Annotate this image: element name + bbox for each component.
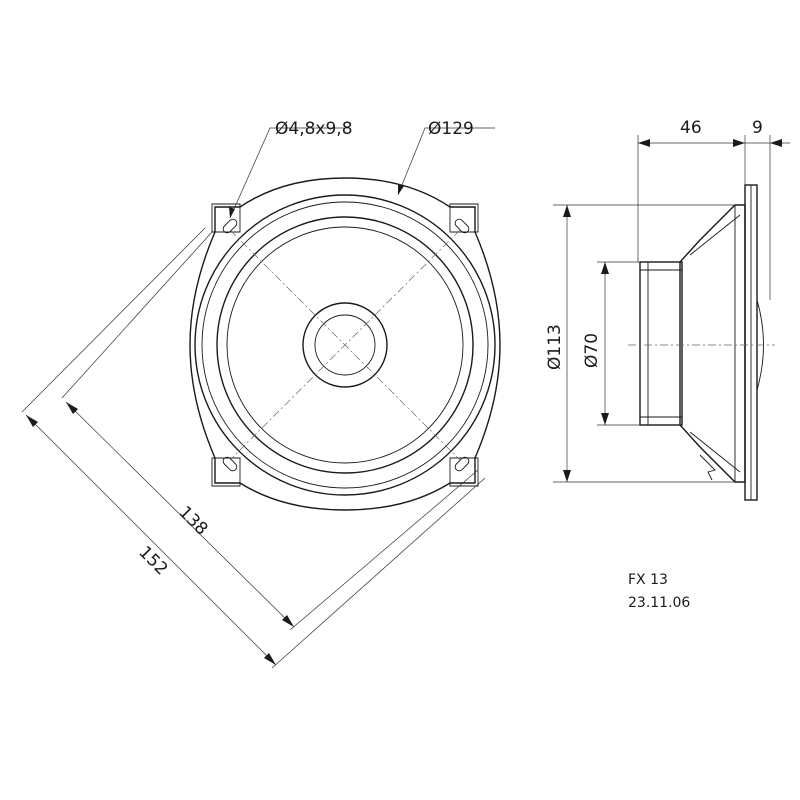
dim-113-arrow-top (563, 205, 571, 217)
mounting-slot-top-right (454, 218, 470, 234)
side-cone-line-top (689, 214, 741, 256)
side-vertical-dimensions (553, 204, 735, 483)
dust-cap-inner (314, 314, 376, 376)
ear-bottom-left (211, 457, 241, 487)
ear-top-right (449, 203, 479, 233)
ear-top-left (211, 203, 241, 233)
dim-9-arrow-end (770, 139, 782, 147)
mounting-slot-bottom-left (222, 456, 238, 472)
rim-inner (201, 201, 489, 489)
mounting-slot-top-left (222, 218, 238, 234)
date-label: 23.11.06 (628, 595, 690, 611)
side-cone-line-bottom (689, 431, 741, 473)
dim-46-arrow-end (733, 139, 745, 147)
surround-inner (226, 226, 464, 464)
dim-152-arrow-end (264, 653, 276, 665)
dim-line-152 (25, 414, 277, 666)
dim-70-arrow-bottom (601, 413, 609, 425)
bolt-spacing-label: 138 (174, 502, 211, 539)
front-center-diag-2 (229, 229, 461, 461)
leader-lines (229, 127, 495, 219)
diagonal-overall-label: 152 (134, 542, 171, 579)
side-magnet (639, 261, 683, 426)
cutout-diameter-label: Ø113 (545, 324, 565, 370)
side-terminal (699, 454, 716, 481)
mounting-slot-bottom-right (454, 456, 470, 472)
dim-line-138 (65, 401, 295, 628)
flange-thickness-label: 9 (752, 118, 763, 138)
ext-line-top-left-138 (61, 231, 213, 399)
ear-bottom-right (449, 457, 479, 487)
dim-138-arrow-start (66, 402, 78, 414)
dim-138-arrow-end (282, 615, 294, 627)
front-view (189, 177, 501, 511)
front-frame-outline (189, 177, 501, 511)
outer-diameter-leader-arrow (398, 184, 404, 195)
diagonal-dimensions (21, 227, 486, 669)
slot-leader (229, 127, 350, 219)
ext-line-top-left-152 (21, 227, 206, 413)
depth-total-label: 46 (680, 118, 702, 138)
slot-leader-arrow (229, 207, 235, 218)
outer-diameter-label: Ø129 (428, 119, 474, 139)
dim-113-arrow-bottom (563, 470, 571, 482)
dust-cap-outer (302, 302, 388, 388)
surround-outer (216, 216, 474, 474)
outer-diameter-leader (397, 127, 495, 196)
dim-152-arrow-start (26, 415, 38, 427)
outer-rim (194, 194, 496, 496)
ext-line-bottom-right-152 (271, 477, 486, 669)
side-view (628, 184, 775, 501)
side-horizontal-dimensions (637, 135, 790, 300)
magnet-diameter-label: Ø70 (582, 333, 602, 368)
dim-46-arrow-start (638, 139, 650, 147)
ext-line-bottom-right-138 (289, 469, 479, 631)
model-label: FX 13 (628, 572, 668, 588)
dim-70-arrow-top (601, 262, 609, 274)
slot-dimension-label: Ø4,8x9,8 (275, 119, 353, 139)
